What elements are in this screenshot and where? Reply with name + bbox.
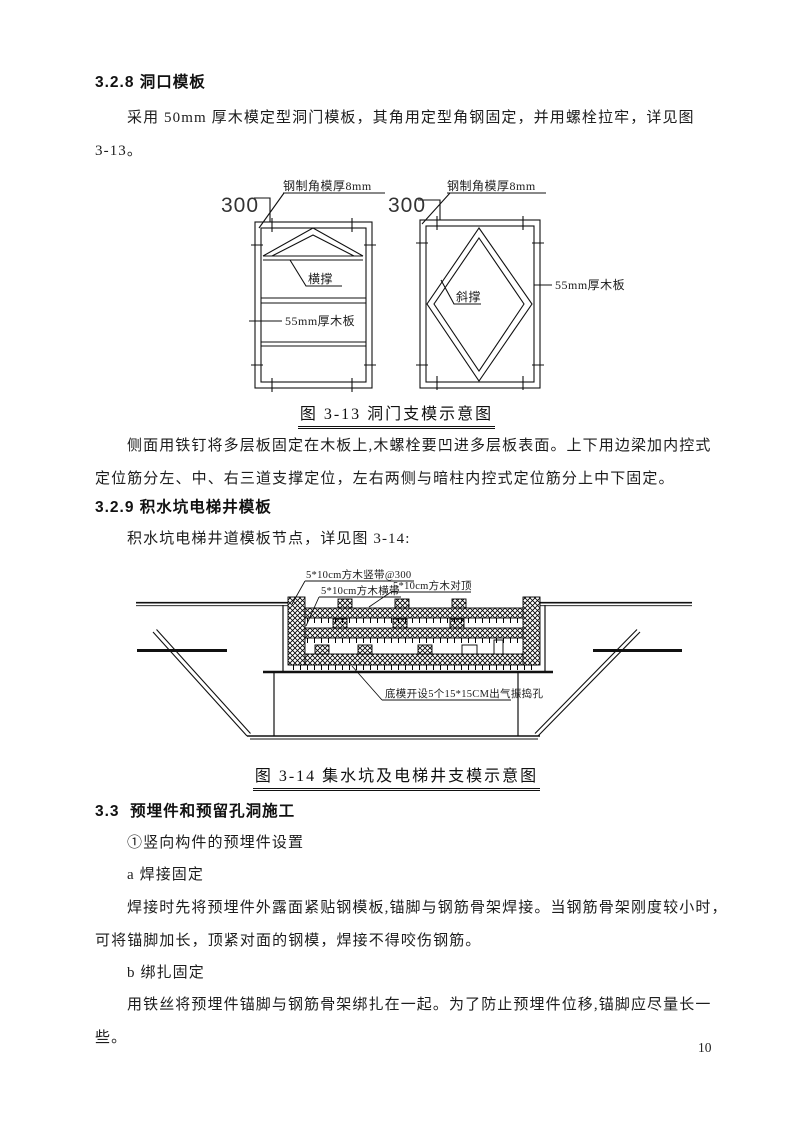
diamond-brace-inner [433,237,525,372]
right-slope [534,629,641,737]
timber-block [314,644,330,655]
steel-angle-label-right: 钢制角模厚8mm [447,179,536,193]
shaft-wall-lines [282,605,546,672]
cross-brace-leader [289,259,342,287]
figure-3-14-drawing: 5*10cm方木竖带@300 5*10cm方木横带 5*10cm方木对顶 底模开… [136,568,692,740]
figure-3-14-caption-row: 图 3-14 集水坑及电梯井支模示意图 [0,762,793,791]
pit-wall-lines [273,672,519,736]
paragraph-line: 3-13。 [95,143,143,159]
counter-prop-leader [368,591,471,608]
list-item: b 绑扎固定 [127,965,205,981]
left-truss-outer [262,227,364,257]
right-form-joint-ticks [416,216,544,390]
left-form-joint-ticks [251,218,376,392]
paragraph-line: 可将锚脚加长，顶紧对面的钢模，焊接不得咬伤钢筋。 [95,933,482,949]
vertical-batten-leader [291,580,414,605]
horizontal-batten-leader [305,596,401,627]
timber-block [417,644,433,655]
timber-block-open [493,639,504,655]
figure-3-13-drawing: 300 300 钢制角模厚8mm 钢制角模厚8mm 横撑 斜撑 55mm厚木板 … [221,179,625,392]
paragraph-line: 焊接时先将预埋件外露面紧贴钢模板,锚脚与钢筋骨架焊接。当钢筋骨架刚度较小时， [127,900,728,916]
left-truss-inner [271,234,355,257]
left-plank-bands [261,297,366,347]
left-form-inner-frame [260,227,367,383]
top-form-band [304,607,524,619]
steel-angle-label-left: 钢制角模厚8mm [283,179,372,193]
right-form-column [522,596,541,666]
horizontal-batten-label: 5*10cm方木横带 [321,584,400,597]
dimension-300-left: 300 [221,194,259,217]
right-form-outer-frame [419,219,541,389]
bottom-form-band [289,653,539,666]
diag-brace-label: 斜撑 [456,289,481,304]
middle-form-band [304,627,524,639]
timber-block [394,598,410,609]
vertical-batten-label: 5*10cm方木竖带@300 [306,568,411,581]
timber-block-open [461,644,478,655]
paragraph-line: 侧面用铁钉将多层板固定在木板上,木螺栓要凹进多层板表面。上下用边梁加内控式 [127,438,712,454]
cross-brace-label: 横撑 [308,271,333,286]
left-form-column [287,596,306,666]
section-heading-329: 3.2.9 积水坑电梯井模板 [95,499,272,516]
timber-block [337,598,353,609]
figure-3-14-caption: 图 3-14 集水坑及电梯井支模示意图 [252,762,541,791]
timber-block [357,644,373,655]
diamond-brace-outer [426,227,533,382]
left-dim-bracket [254,197,271,222]
left-angle-leader [258,192,285,229]
vent-holes-label: 底模开设5个15*15CM出气振捣孔 [385,687,543,700]
plank-label-left: 55mm厚木板 [285,314,355,328]
timber-block [332,618,348,629]
left-form-outer-frame [254,221,373,389]
right-form-inner-frame [425,225,535,383]
figure-3-13-caption: 图 3-13 洞门支模示意图 [297,400,496,429]
timber-block [449,618,465,629]
plank-label-right: 55mm厚木板 [555,278,625,292]
timber-block [451,598,467,609]
section-heading-328: 3.2.8 洞口模板 [95,74,206,91]
paragraph-line: 用铁丝将预埋件锚脚与钢筋骨架绑扎在一起。为了防止预埋件位移,锚脚应尽量长一 [127,997,712,1013]
paragraph-line: 些。 [95,1030,128,1046]
list-item: ①竖向构件的预埋件设置 [127,835,305,851]
left-slope [152,629,251,737]
timber-block [392,618,408,629]
left-truss-base [263,255,363,261]
counter-prop-label: 5*10cm方木对顶 [393,579,472,592]
section-heading-33: 3.3 预埋件和预留孔洞施工 [95,803,296,820]
paragraph-line: 定位筋分左、中、右三道支撑定位，左右两侧与暗柱内控式定位筋分上中下固定。 [95,471,675,487]
dimension-300-right: 300 [388,194,426,217]
right-dim-bracket [418,199,441,220]
right-angle-leader [421,192,451,225]
paragraph-line: 积水坑电梯井道模板节点，详见图 3-14: [127,531,411,547]
diag-brace-leader [440,279,481,305]
figure-3-13-caption-row: 图 3-13 洞门支模示意图 [0,400,793,429]
list-item: a 焊接固定 [127,867,205,883]
paragraph-line: 采用 50mm 厚木模定型洞门模板，其角用定型角钢固定，并用螺栓拉牢，详见图 [127,110,695,126]
vent-holes-leader [351,665,511,701]
page-number: 10 [698,1040,712,1055]
